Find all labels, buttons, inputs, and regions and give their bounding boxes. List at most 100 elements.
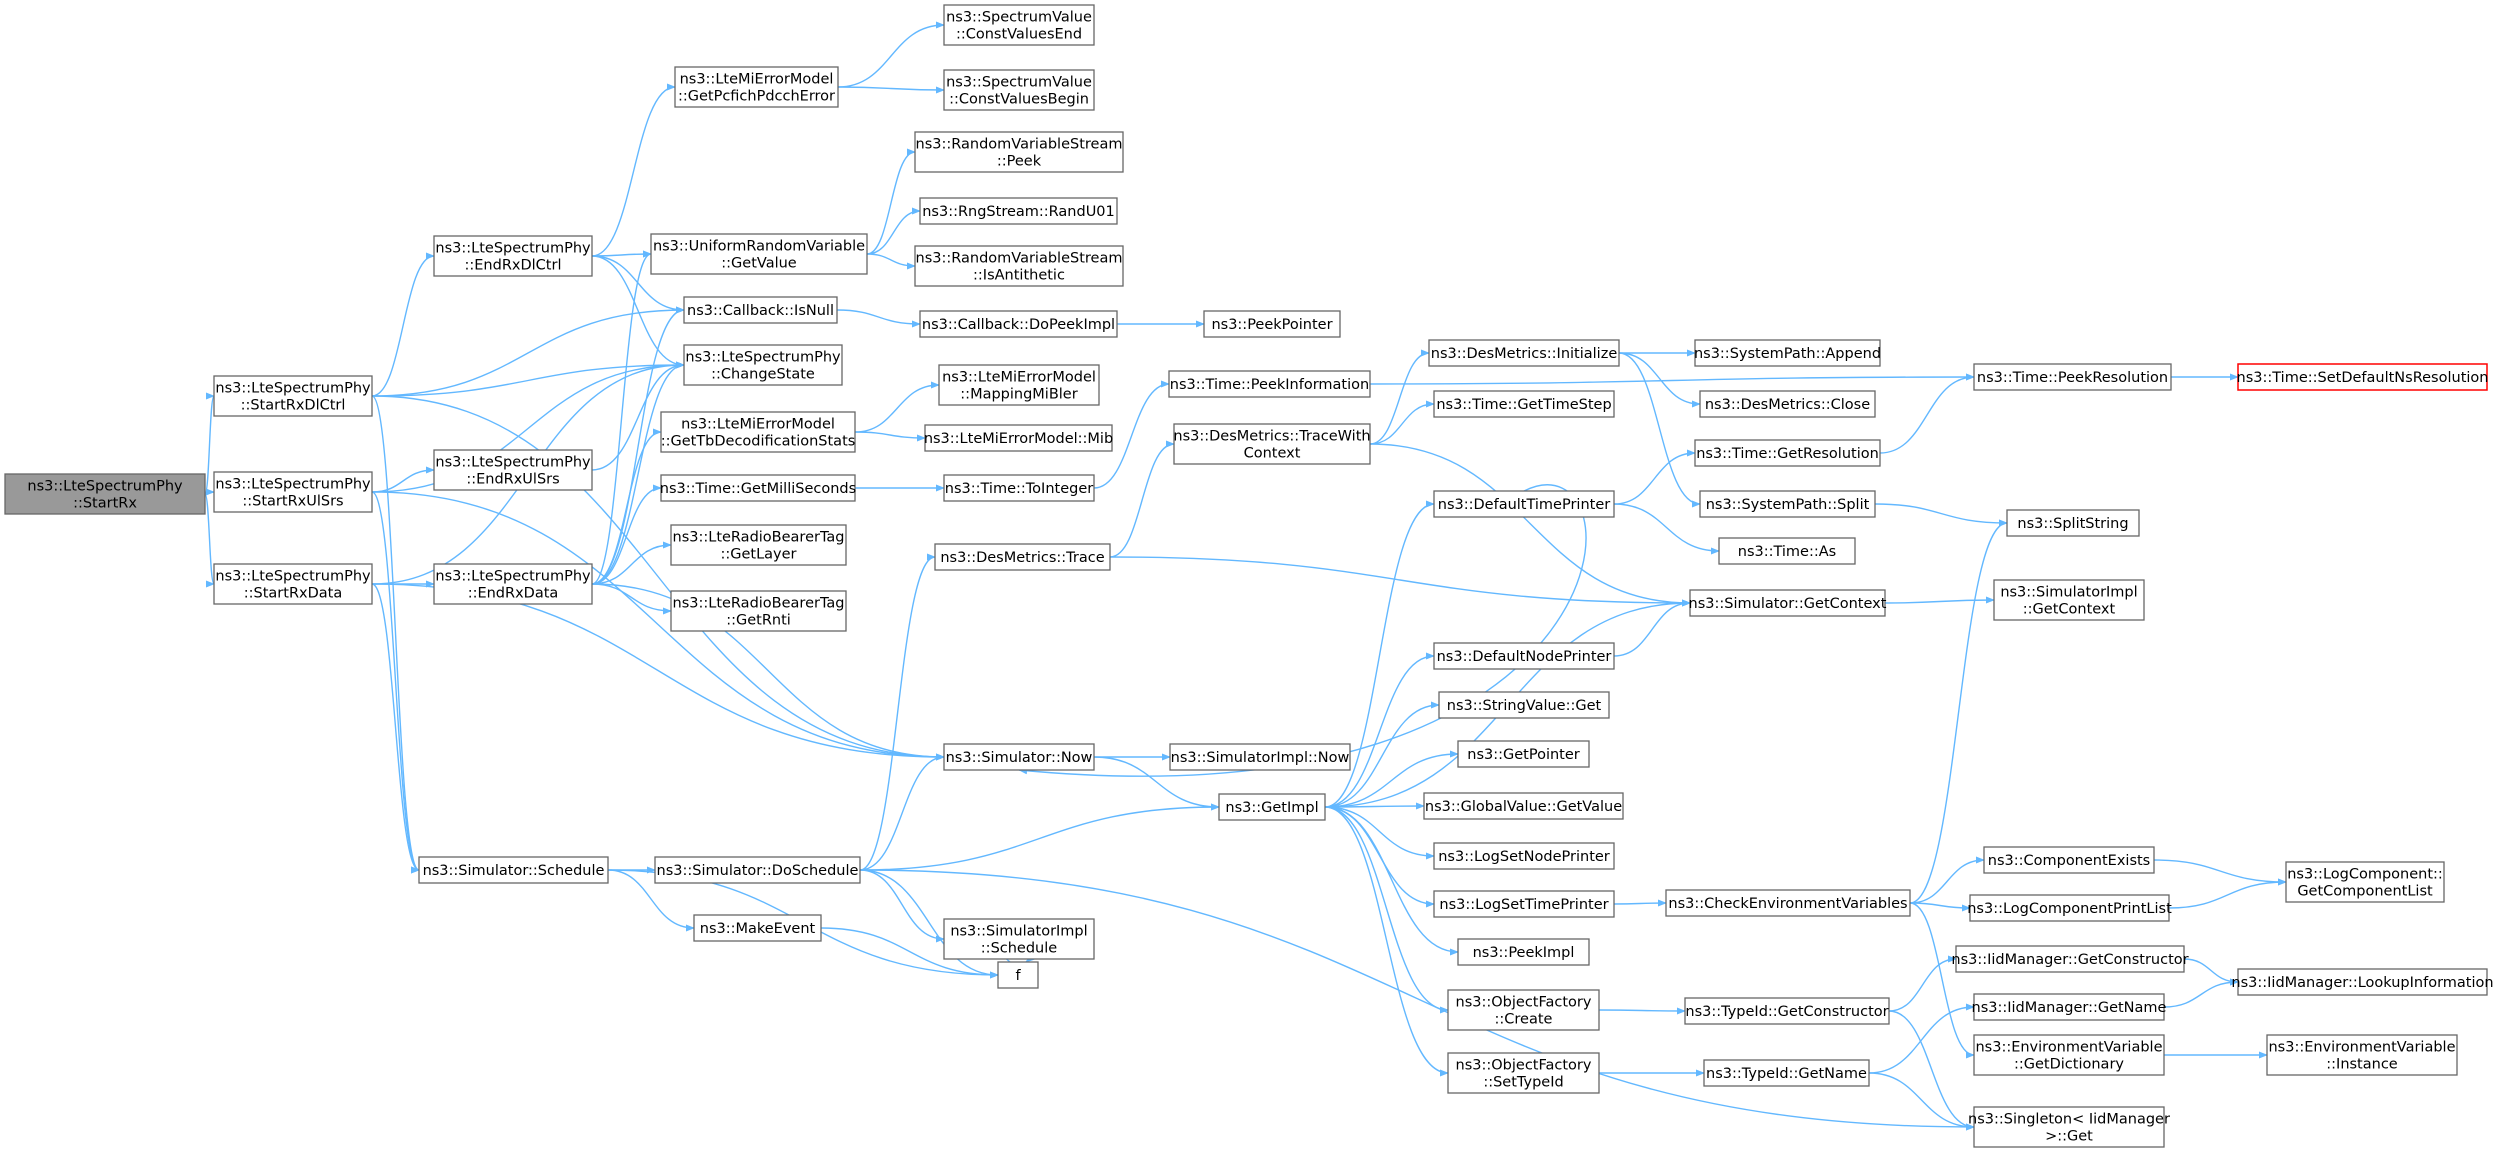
node-get-impl[interactable]: ns3::GetImpl bbox=[1218, 793, 1326, 821]
node-sys-path-split[interactable]: ns3::SystemPath::Split bbox=[1699, 490, 1876, 518]
node-sim-now[interactable]: ns3::Simulator::Now bbox=[943, 743, 1095, 771]
node-peek[interactable]: ns3::RandomVariableStream::Peek bbox=[914, 131, 1124, 173]
node-default-time-printer[interactable]: ns3::DefaultTimePrinter bbox=[1433, 490, 1615, 518]
node-box bbox=[433, 563, 593, 605]
node-mapping-mi-bler[interactable]: ns3::LteMiErrorModel::MappingMiBler bbox=[938, 364, 1100, 406]
node-log-component-get-list[interactable]: ns3::LogComponent::GetComponentList bbox=[2285, 861, 2445, 903]
node-label: ns3::LogSetNodePrinter bbox=[1438, 849, 1610, 865]
node-peek-impl[interactable]: ns3::PeekImpl bbox=[1457, 938, 1590, 966]
node-box bbox=[1168, 370, 1371, 398]
node-label: ::MappingMiBler bbox=[960, 387, 1077, 403]
node-uniform-get-value[interactable]: ns3::UniformRandomVariable::GetValue bbox=[650, 233, 868, 275]
edge-start-rx-to-start-rx-data bbox=[204, 493, 215, 588]
node-get-pointer[interactable]: ns3::GetPointer bbox=[1457, 740, 1590, 768]
node-box bbox=[2285, 861, 2445, 903]
node-label: Context bbox=[1244, 446, 1301, 462]
node-log-set-time-printer[interactable]: ns3::LogSetTimePrinter bbox=[1433, 890, 1615, 918]
node-get-milli-seconds[interactable]: ns3::Time::GetMilliSeconds bbox=[660, 474, 856, 502]
node-des-initialize[interactable]: ns3::DesMetrics::Initialize bbox=[1428, 339, 1620, 367]
node-iid-lookup-information[interactable]: ns3::IidManager::LookupInformation bbox=[2231, 968, 2494, 996]
node-const-values-begin[interactable]: ns3::SpectrumValue::ConstValuesBegin bbox=[943, 69, 1095, 111]
node-iid-get-name[interactable]: ns3::IidManager::GetName bbox=[1972, 993, 2167, 1021]
edge-des-initialize-to-sys-path-split bbox=[1618, 352, 1701, 508]
node-obj-factory-set-type-id[interactable]: ns3::ObjectFactory::SetTypeId bbox=[1447, 1052, 1600, 1094]
node-label: ns3::GlobalValue::GetValue bbox=[1425, 799, 1622, 815]
node-peek-information[interactable]: ns3::Time::PeekInformation bbox=[1168, 370, 1371, 398]
node-string-value-get[interactable]: ns3::StringValue::Get bbox=[1438, 691, 1610, 719]
node-box bbox=[1973, 993, 2165, 1021]
node-get-time-step[interactable]: ns3::Time::GetTimeStep bbox=[1433, 390, 1615, 418]
node-is-null[interactable]: ns3::Callback::IsNull bbox=[683, 296, 838, 324]
node-label: ns3::LteSpectrumPhy bbox=[435, 241, 591, 257]
node-get-tb-decod[interactable]: ns3::LteMiErrorModel::GetTbDecodificatio… bbox=[660, 411, 856, 453]
edge-des-trace-to-sim-get-context bbox=[1109, 556, 1691, 607]
node-start-rx-data[interactable]: ns3::LteSpectrumPhy::StartRxData bbox=[213, 563, 373, 605]
edge-end-rx-data-to-get-milli-seconds bbox=[591, 484, 662, 585]
node-sim-impl-schedule[interactable]: ns3::SimulatorImpl::Schedule bbox=[943, 918, 1095, 960]
edge-get-impl-to-peek-impl bbox=[1324, 806, 1459, 956]
node-sim-get-context[interactable]: ns3::Simulator::GetContext bbox=[1689, 589, 1887, 617]
node-label: ns3::LteSpectrumPhy bbox=[215, 477, 371, 493]
node-type-id-get-constructor[interactable]: ns3::TypeId::GetConstructor bbox=[1684, 997, 1890, 1025]
node-env-var-instance[interactable]: ns3::EnvironmentVariable::Instance bbox=[2266, 1034, 2458, 1076]
node-label: GetComponentList bbox=[2297, 884, 2433, 900]
node-singleton-get[interactable]: ns3::Singleton< IidManager >::Get bbox=[1968, 1106, 2170, 1148]
node-sys-path-append[interactable]: ns3::SystemPath::Append bbox=[1694, 339, 1881, 367]
node-do-schedule[interactable]: ns3::Simulator::DoSchedule bbox=[654, 856, 861, 884]
node-sim-impl-now[interactable]: ns3::SimulatorImpl::Now bbox=[1169, 743, 1351, 771]
node-check-env-vars[interactable]: ns3::CheckEnvironmentVariables bbox=[1665, 889, 1911, 917]
node-box bbox=[1694, 439, 1881, 467]
node-label: ns3::TypeId::GetName bbox=[1706, 1066, 1867, 1082]
node-label: ns3::GetPointer bbox=[1467, 747, 1580, 763]
node-is-antithetic[interactable]: ns3::RandomVariableStream::IsAntithetic bbox=[914, 245, 1124, 287]
node-peek-pointer[interactable]: ns3::PeekPointer bbox=[1203, 310, 1341, 338]
node-box bbox=[943, 4, 1095, 46]
node-log-set-node-printer[interactable]: ns3::LogSetNodePrinter bbox=[1433, 842, 1615, 870]
node-log-component-print-list[interactable]: ns3::LogComponentPrintList bbox=[1967, 894, 2172, 922]
node-box bbox=[1433, 490, 1615, 518]
node-get-layer[interactable]: ns3::LteRadioBearerTag::GetLayer bbox=[670, 524, 847, 566]
node-time-as[interactable]: ns3::Time::As bbox=[1718, 537, 1856, 565]
edge-get-impl-to-default-node-printer bbox=[1324, 652, 1435, 808]
node-f[interactable]: f bbox=[997, 961, 1039, 989]
node-schedule[interactable]: ns3::Simulator::Schedule bbox=[418, 856, 609, 884]
node-des-trace[interactable]: ns3::DesMetrics::Trace bbox=[934, 543, 1111, 571]
node-label: ns3::DesMetrics::TraceWith bbox=[1173, 429, 1370, 445]
node-const-values-end[interactable]: ns3::SpectrumValue::ConstValuesEnd bbox=[943, 4, 1095, 46]
node-label: ns3::Time::GetMilliSeconds bbox=[660, 481, 856, 497]
node-change-state[interactable]: ns3::LteSpectrumPhy::ChangeState bbox=[683, 344, 843, 386]
node-time-get-resolution[interactable]: ns3::Time::GetResolution bbox=[1694, 439, 1881, 467]
node-mib[interactable]: ns3::LteMiErrorModel::Mib bbox=[924, 424, 1113, 452]
node-box bbox=[654, 856, 861, 884]
node-get-rnti[interactable]: ns3::LteRadioBearerTag::GetRnti bbox=[670, 590, 847, 632]
edge-start-rx-to-start-rx-ul-srs bbox=[204, 488, 215, 496]
node-sim-impl-get-context[interactable]: ns3::SimulatorImpl::GetContext bbox=[1993, 579, 2145, 621]
node-rand-u01[interactable]: ns3::RngStream::RandU01 bbox=[919, 197, 1118, 225]
node-default-node-printer[interactable]: ns3::DefaultNodePrinter bbox=[1433, 642, 1615, 670]
node-start-rx-dl-ctrl[interactable]: ns3::LteSpectrumPhy::StartRxDlCtrl bbox=[213, 375, 373, 417]
node-to-integer[interactable]: ns3::Time::ToInteger bbox=[943, 474, 1095, 502]
node-set-default-ns-resolution[interactable]: ns3::Time::SetDefaultNsResolution bbox=[2237, 363, 2489, 391]
node-end-rx-ul-srs[interactable]: ns3::LteSpectrumPhy::EndRxUlSrs bbox=[433, 449, 593, 491]
node-env-var-get-dictionary[interactable]: ns3::EnvironmentVariable::GetDictionary bbox=[1973, 1034, 2165, 1076]
node-des-close[interactable]: ns3::DesMetrics::Close bbox=[1699, 390, 1876, 418]
node-box bbox=[919, 310, 1118, 338]
edge-end-rx-data-to-get-rnti bbox=[591, 583, 672, 615]
node-component-exists[interactable]: ns3::ComponentExists bbox=[1983, 846, 2155, 874]
node-do-peek-impl[interactable]: ns3::Callback::DoPeekImpl bbox=[919, 310, 1118, 338]
node-start-rx[interactable]: ns3::LteSpectrumPhy::StartRx bbox=[4, 473, 206, 515]
node-split-string[interactable]: ns3::SplitString bbox=[2006, 509, 2140, 537]
edge-start-rx-dl-ctrl-to-end-rx-dl-ctrl bbox=[371, 252, 435, 397]
node-get-pcfich[interactable]: ns3::LteMiErrorModel::GetPcfichPdcchErro… bbox=[674, 66, 839, 108]
node-iid-get-constructor[interactable]: ns3::IidManager::GetConstructor bbox=[1951, 945, 2189, 973]
node-obj-factory-create[interactable]: ns3::ObjectFactory::Create bbox=[1447, 989, 1600, 1031]
node-make-event[interactable]: ns3::MakeEvent bbox=[693, 914, 822, 942]
node-end-rx-data[interactable]: ns3::LteSpectrumPhy::EndRxData bbox=[433, 563, 593, 605]
node-label: ::EndRxUlSrs bbox=[466, 472, 559, 488]
node-start-rx-ul-srs[interactable]: ns3::LteSpectrumPhy::StartRxUlSrs bbox=[213, 471, 373, 513]
node-global-get-value[interactable]: ns3::GlobalValue::GetValue bbox=[1423, 792, 1624, 820]
node-peek-resolution[interactable]: ns3::Time::PeekResolution bbox=[1973, 363, 2172, 391]
node-type-id-get-name[interactable]: ns3::TypeId::GetName bbox=[1703, 1059, 1870, 1087]
node-end-rx-dl-ctrl[interactable]: ns3::LteSpectrumPhy::EndRxDlCtrl bbox=[433, 235, 593, 277]
